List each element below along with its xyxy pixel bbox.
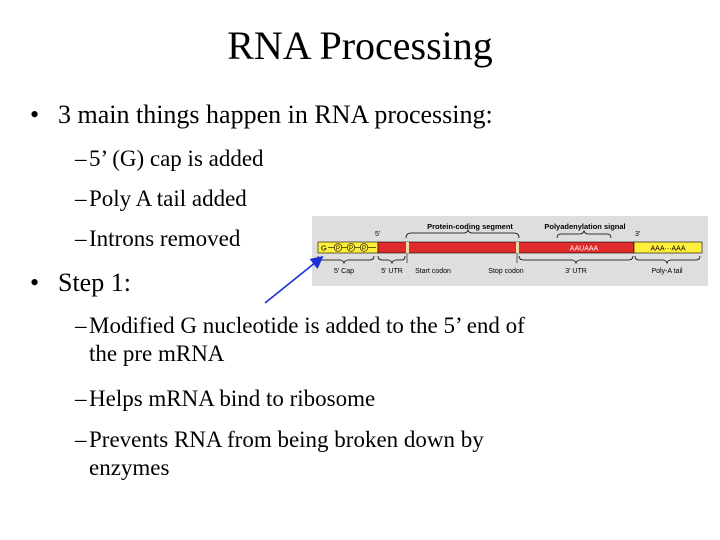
label-5-utr: 5' UTR: [381, 268, 403, 275]
sub-bullet-text: Poly A tail added: [89, 186, 247, 211]
sub-bullet-text: Helps mRNA bind to ribosome: [89, 386, 376, 411]
label-5-cap: 5' Cap: [334, 268, 354, 275]
brace-3utr: [518, 255, 634, 265]
sub-bullet-ribosome: –Helps mRNA bind to ribosome: [75, 385, 375, 413]
dash: –: [75, 427, 87, 452]
dash: –: [75, 226, 87, 251]
stop-codon-mark: [516, 242, 519, 253]
label-3-prime: 3': [635, 231, 640, 238]
polya-segment: [633, 241, 703, 254]
sub-bullet-modified-g: –Modified G nucleotide is added to the 5…: [75, 312, 525, 368]
label-stop-codon: Stop codon: [488, 268, 524, 275]
sub-bullet-prevents: –Prevents RNA from being broken down by …: [75, 426, 484, 482]
bullet-main-1: • 3 main things happen in RNA processing:: [30, 100, 493, 130]
bullet-main-2: • Step 1:: [30, 268, 131, 298]
sub-bullet-cap: –5’ (G) cap is added: [75, 145, 264, 173]
polya-sequence: AAA···AAA: [650, 246, 685, 253]
phosphate-1: [333, 243, 343, 252]
sub-bullet-polya: –Poly A tail added: [75, 185, 247, 213]
signal-sequence: AAUAAA: [570, 246, 599, 253]
bullet-dot: •: [30, 268, 40, 297]
label-poly-a-tail: Poly-A tail: [651, 268, 683, 275]
sub-bullet-text-cont: enzymes: [89, 455, 170, 480]
label-3-utr: 3' UTR: [565, 268, 587, 275]
phosphate-2: [346, 243, 356, 252]
sub-bullet-text: Prevents RNA from being broken down by: [89, 427, 484, 452]
sub-bullet-text: Introns removed: [89, 226, 241, 251]
phosphate-2-label: P: [349, 246, 353, 252]
sub-bullet-introns: –Introns removed: [75, 225, 240, 253]
brace-polya: [634, 255, 701, 265]
phosphate-3-label: P: [362, 246, 366, 252]
phosphate-1-label: P: [336, 246, 340, 252]
mrna-diagram: 5' Protein-coding segment Polyadenylatio…: [312, 216, 708, 286]
label-start-codon: Start codon: [415, 268, 451, 275]
sub-bullet-text: 5’ (G) cap is added: [89, 146, 264, 171]
label-protein-coding: Protein-coding segment: [427, 222, 513, 231]
phosphate-3: [359, 243, 369, 252]
slide-title: RNA Processing: [227, 23, 493, 68]
cap-g: G: [321, 244, 327, 253]
bullet-main-1-text: 3 main things happen in RNA processing:: [58, 100, 493, 129]
brace-coding: [405, 228, 520, 239]
dash: –: [75, 186, 87, 211]
label-polyadenylation: Polyadenylation signal: [544, 222, 625, 231]
bullet-dot: •: [30, 100, 40, 129]
brace-signal: [556, 229, 612, 239]
mrna-diagram-svg: 5' Protein-coding segment Polyadenylatio…: [317, 222, 703, 275]
bullet-main-2-text: Step 1:: [58, 268, 131, 297]
start-codon-mark: [406, 242, 409, 253]
sub-bullet-text: Modified G nucleotide is added to the 5’…: [89, 313, 525, 338]
sub-bullet-text-cont: the pre mRNA: [89, 341, 225, 366]
label-5-prime: 5': [375, 231, 380, 238]
brace-5utr: [377, 255, 406, 265]
dash: –: [75, 313, 87, 338]
dash: –: [75, 386, 87, 411]
dash: –: [75, 146, 87, 171]
